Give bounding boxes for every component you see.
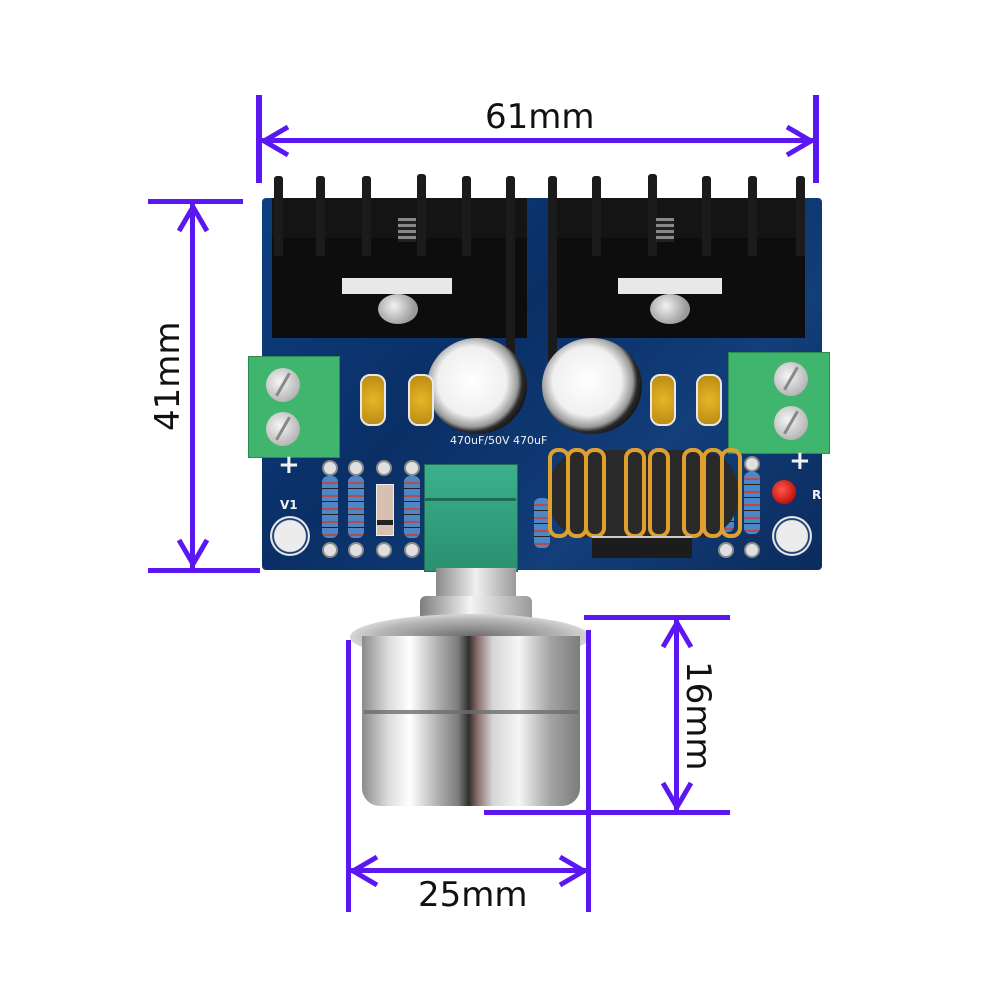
knob-diameter-extension-left bbox=[346, 640, 351, 912]
arrow-left-icon bbox=[260, 124, 290, 158]
knob-height-extension-bottom bbox=[484, 810, 730, 815]
resistor bbox=[404, 476, 420, 538]
silk-v1-label: V1 bbox=[280, 498, 298, 512]
solder-pad bbox=[744, 456, 760, 472]
silk-r-label: R bbox=[812, 488, 822, 502]
height-extension-bottom bbox=[148, 568, 260, 573]
regulator-tab-left bbox=[342, 278, 452, 294]
inductor-winding bbox=[624, 448, 646, 538]
arrow-left-icon bbox=[349, 854, 379, 888]
potentiometer-divider bbox=[424, 498, 516, 501]
solder-pad bbox=[322, 542, 338, 558]
heatsink-fin bbox=[748, 176, 757, 256]
heatsink-fin bbox=[592, 176, 601, 256]
diode bbox=[376, 484, 394, 536]
knob-height-label: 16mm bbox=[678, 661, 718, 771]
inductor-winding bbox=[682, 448, 704, 538]
solder-pad bbox=[404, 460, 420, 476]
heatsink-fin bbox=[316, 176, 325, 256]
heatsink-fin bbox=[362, 176, 371, 256]
silk-plus-right: + bbox=[789, 446, 811, 476]
ceramic-capacitor bbox=[360, 374, 386, 426]
solder-pad bbox=[348, 542, 364, 558]
knob-diameter-label: 25mm bbox=[418, 875, 528, 915]
silk-plus-left: + bbox=[278, 450, 300, 480]
width-label: 61mm bbox=[485, 97, 595, 137]
resistor bbox=[322, 476, 338, 538]
pcb-board: 470uF/50V 470uF + + V1 R bbox=[248, 174, 830, 572]
solder-pad bbox=[718, 542, 734, 558]
solder-pad bbox=[348, 460, 364, 476]
mount-hole-left bbox=[270, 516, 310, 556]
solder-pad bbox=[376, 460, 392, 476]
height-label: 41mm bbox=[148, 321, 188, 431]
arrow-right-icon bbox=[785, 124, 815, 158]
knob-ring bbox=[364, 710, 578, 714]
output-terminal-screw-1[interactable] bbox=[774, 362, 808, 396]
solder-pad bbox=[376, 542, 392, 558]
solder-pad bbox=[744, 542, 760, 558]
heatsink-fin bbox=[548, 176, 557, 396]
capacitor-right bbox=[542, 338, 642, 434]
heatsink-fin bbox=[796, 176, 805, 256]
resistor bbox=[348, 476, 364, 538]
knob-height-arrow-line bbox=[674, 620, 679, 810]
mount-hole-right bbox=[772, 516, 812, 556]
capacitor-marking: 470uF/50V 470uF bbox=[450, 434, 548, 447]
heatsink-fin bbox=[702, 176, 711, 256]
heatsink-fin bbox=[648, 174, 657, 256]
width-arrow-line bbox=[262, 138, 813, 143]
knob-height-extension-top bbox=[584, 615, 730, 620]
regulator-tab-right bbox=[618, 278, 722, 294]
inductor-winding bbox=[584, 448, 606, 538]
resistor bbox=[534, 498, 550, 548]
spring-left bbox=[398, 218, 416, 242]
ceramic-capacitor bbox=[696, 374, 722, 426]
input-terminal-screw-2[interactable] bbox=[266, 412, 300, 446]
solder-pad bbox=[322, 460, 338, 476]
inductor-winding bbox=[720, 448, 742, 538]
width-extension-right bbox=[813, 95, 819, 183]
inductor-winding bbox=[648, 448, 670, 538]
knob-diameter-extension-right bbox=[586, 630, 591, 912]
screw-left bbox=[378, 294, 418, 324]
spring-right bbox=[656, 218, 674, 242]
arrow-down-icon bbox=[660, 781, 694, 811]
schottky-diode bbox=[592, 536, 692, 558]
knob-body[interactable] bbox=[362, 636, 580, 806]
arrow-up-icon bbox=[176, 203, 210, 233]
heatsink-base-right bbox=[550, 198, 805, 238]
arrow-right-icon bbox=[558, 854, 588, 888]
resistor bbox=[744, 472, 760, 534]
arrow-up-icon bbox=[660, 619, 694, 649]
screw-right bbox=[650, 294, 690, 324]
heatsink-fin bbox=[417, 174, 426, 256]
heatsink-fin bbox=[274, 176, 283, 256]
width-extension-left bbox=[256, 95, 262, 183]
knob-diameter-arrow-line bbox=[351, 868, 586, 873]
height-extension-top bbox=[148, 199, 243, 204]
solder-pad bbox=[404, 542, 420, 558]
arrow-down-icon bbox=[176, 538, 210, 568]
input-terminal-screw-1[interactable] bbox=[266, 368, 300, 402]
potentiometer-body bbox=[424, 464, 518, 572]
ceramic-capacitor bbox=[650, 374, 676, 426]
height-arrow-line bbox=[190, 204, 195, 568]
heatsink-fin bbox=[506, 176, 515, 396]
heatsink-fin bbox=[462, 176, 471, 256]
ceramic-capacitor bbox=[408, 374, 434, 426]
capacitor-left bbox=[427, 338, 527, 434]
output-terminal-screw-2[interactable] bbox=[774, 406, 808, 440]
led-indicator bbox=[772, 480, 796, 504]
